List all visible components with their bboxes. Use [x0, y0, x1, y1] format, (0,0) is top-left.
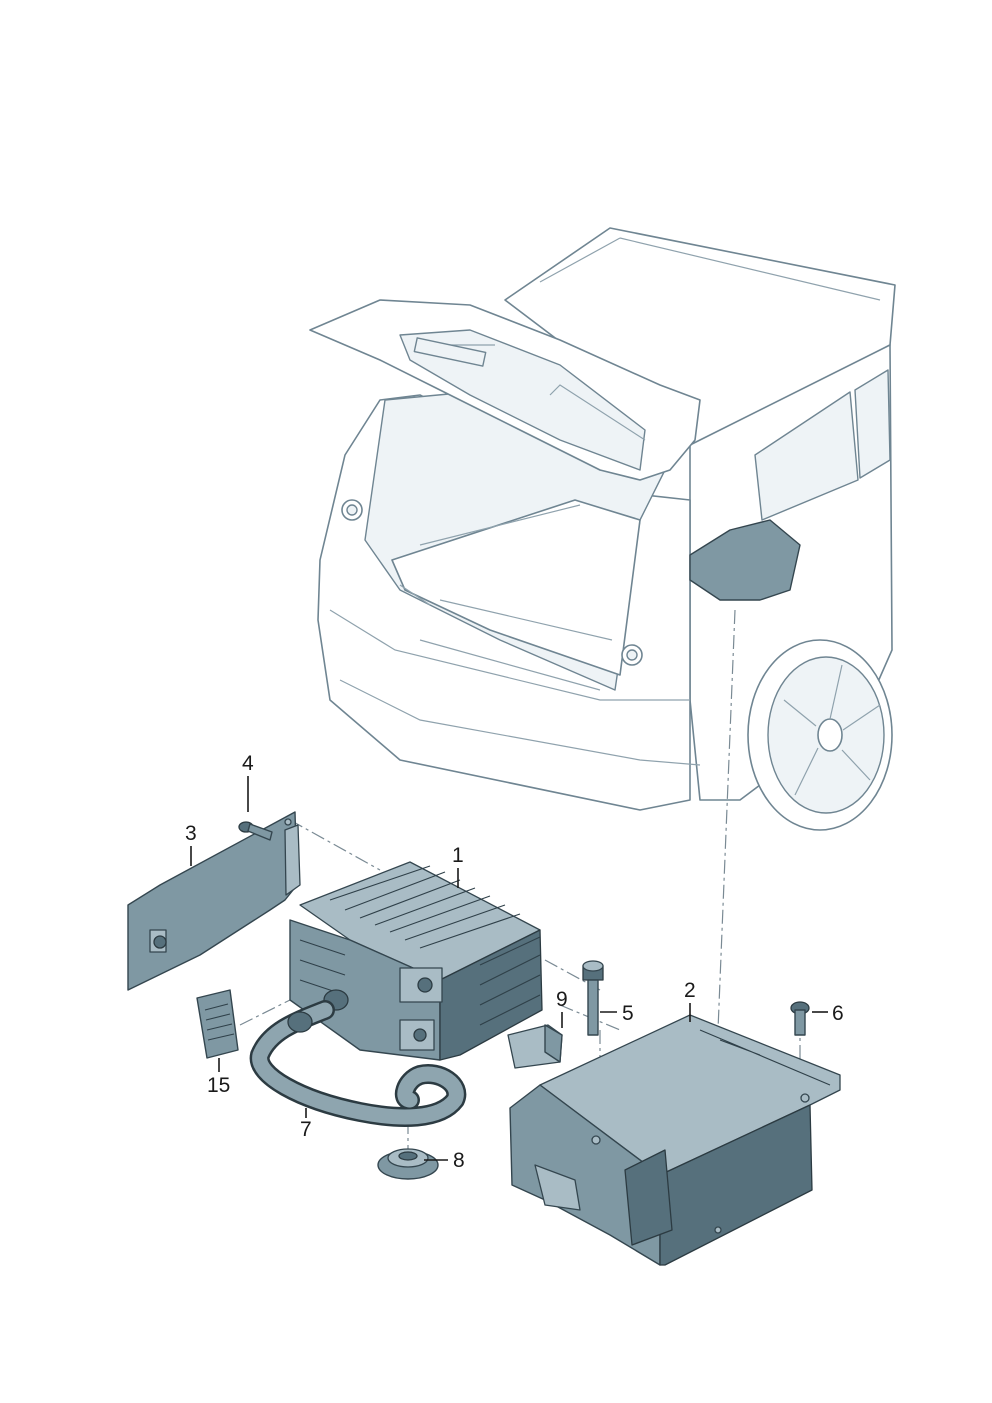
part-7-hose [249, 1000, 467, 1127]
part-9-clip [507, 1024, 563, 1069]
callout-4: 4 [242, 752, 254, 812]
svg-text:3: 3 [185, 822, 197, 845]
callout-9: 9 [556, 988, 568, 1028]
part-6-screw [790, 1001, 810, 1036]
svg-text:6: 6 [832, 1002, 844, 1025]
svg-text:5: 5 [622, 1002, 634, 1025]
part-4-screw [238, 821, 273, 841]
callout-2: 2 [684, 979, 696, 1022]
part-3-mounting-plate [127, 811, 301, 991]
callout-8: 8 [424, 1149, 465, 1172]
part-8-grommet [377, 1148, 439, 1180]
svg-text:2: 2 [684, 979, 696, 1002]
callout-6: 6 [812, 1002, 844, 1025]
vehicle-rear-illustration [309, 227, 896, 831]
callout-7: 7 [300, 1108, 312, 1141]
callout-15: 15 [207, 1058, 230, 1097]
callout-3: 3 [185, 822, 197, 866]
callout-1: 1 [452, 844, 464, 888]
callout-5: 5 [600, 1002, 634, 1025]
svg-text:7: 7 [300, 1118, 312, 1141]
part-1-canister [289, 861, 543, 1061]
svg-text:15: 15 [207, 1074, 230, 1097]
svg-text:1: 1 [452, 844, 464, 867]
part-15-pad [196, 989, 239, 1059]
svg-text:8: 8 [453, 1149, 465, 1172]
svg-text:9: 9 [556, 988, 568, 1011]
svg-text:4: 4 [242, 752, 254, 775]
part-2-bracket [509, 1014, 841, 1266]
part-5-bolt [582, 960, 604, 1036]
